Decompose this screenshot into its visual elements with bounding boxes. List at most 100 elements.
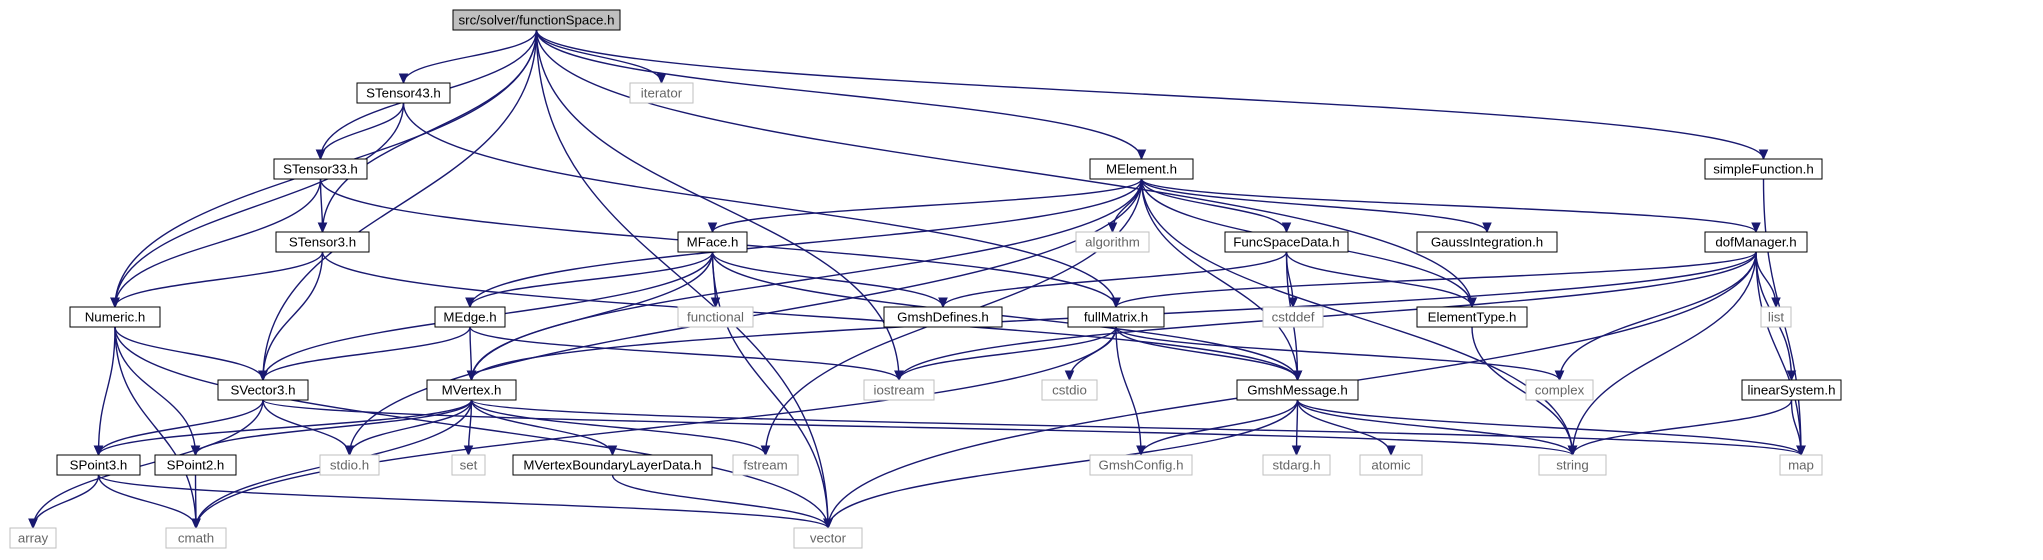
node-box [512, 454, 713, 476]
node-gmshmessage[interactable]: GmshMessage.h [1236, 379, 1359, 401]
edge-fullmatrix-to-iostream [894, 326, 1117, 382]
node-mface[interactable]: MFace.h [677, 231, 748, 253]
node-simplefunction[interactable]: simpleFunction.h [1704, 158, 1823, 180]
node-mvertexboundary[interactable]: MVertexBoundaryLayerData.h [512, 454, 713, 476]
edge-mface-to-vector [711, 251, 833, 530]
node-box [1262, 454, 1331, 476]
edge-stensor3-to-numeric [110, 251, 324, 309]
node-stensor43[interactable]: STensor43.h [356, 82, 451, 104]
node-melement[interactable]: MElement.h [1089, 158, 1194, 180]
node-label: MFace.h [687, 235, 739, 250]
edge-mvertex-to-stdio [344, 399, 473, 457]
node-box [319, 454, 380, 476]
node-label: list [1768, 310, 1785, 325]
node-box [69, 306, 161, 328]
node-box [1224, 231, 1349, 253]
node-string: string [1538, 454, 1607, 476]
edge-mface-to-medge [465, 251, 714, 309]
node-label: STensor43.h [366, 86, 441, 101]
node-box [452, 9, 621, 31]
node-box [1067, 306, 1165, 328]
node-functional: functional [677, 306, 754, 328]
edge-svector3-to-spoint3 [93, 399, 264, 457]
node-label: GmshDefines.h [897, 310, 989, 325]
node-funcspacedata[interactable]: FuncSpaceData.h [1224, 231, 1349, 253]
node-label: MEdge.h [443, 310, 496, 325]
node-label: FuncSpaceData.h [1233, 235, 1339, 250]
edge-root-to-stensor43 [398, 29, 538, 85]
node-label: fstream [743, 458, 787, 473]
node-label: linearSystem.h [1748, 383, 1836, 398]
node-dofmanager[interactable]: dofManager.h [1704, 231, 1808, 253]
node-stdarg: stdarg.h [1262, 454, 1331, 476]
edge-stensor43-to-stensor33 [315, 102, 405, 161]
edge-stensor43-to-numeric [110, 102, 405, 309]
node-label: stdarg.h [1272, 458, 1320, 473]
edge-funcspacedata-to-elementtype [1285, 251, 1477, 309]
node-medge[interactable]: MEdge.h [434, 306, 506, 328]
node-box [1704, 231, 1808, 253]
node-linearsystem[interactable]: linearSystem.h [1741, 379, 1842, 401]
edge-spoint3-to-array [28, 474, 100, 530]
node-cmath: cmath [165, 527, 227, 549]
node-box [1089, 158, 1194, 180]
node-box [426, 379, 517, 401]
node-stensor33[interactable]: STensor33.h [273, 158, 368, 180]
node-label: MVertex.h [442, 383, 502, 398]
edge-fullmatrix-to-gmshmessage [1115, 326, 1303, 382]
node-svector3[interactable]: SVector3.h [217, 379, 309, 401]
node-label: cstdio [1052, 383, 1087, 398]
node-label: iterator [641, 86, 683, 101]
edge-spoint2-to-cmath [191, 474, 201, 530]
node-box [56, 454, 141, 476]
node-label: string [1556, 458, 1589, 473]
edge-dofmanager-to-map [1755, 251, 1806, 457]
edges-layer [28, 29, 1806, 530]
node-elementtype[interactable]: ElementType.h [1416, 306, 1528, 328]
edge-gmshmessage-to-string [1296, 399, 1578, 457]
edge-medge-to-mvertex [466, 326, 477, 382]
node-mvertex[interactable]: MVertex.h [426, 379, 517, 401]
node-numeric[interactable]: Numeric.h [69, 306, 161, 328]
edge-medge-to-iostream [469, 326, 904, 382]
node-complex: complex [1525, 379, 1594, 401]
node-box [217, 379, 309, 401]
node-gmshdefines[interactable]: GmshDefines.h [883, 306, 1003, 328]
edge-mvertex-to-mvertexboundary [470, 399, 618, 457]
node-box [883, 306, 1003, 328]
node-set: set [451, 454, 486, 476]
node-label: GmshConfig.h [1099, 458, 1184, 473]
node-stensor3[interactable]: STensor3.h [275, 231, 370, 253]
edge-gmshmessage-to-stdarg [1291, 399, 1302, 457]
node-box [677, 306, 754, 328]
node-box [863, 379, 935, 401]
edge-root-to-iterator [535, 29, 667, 85]
node-spoint2[interactable]: SPoint2.h [154, 454, 237, 476]
node-root[interactable]: src/solver/functionSpace.h [452, 9, 621, 31]
node-label: SPoint2.h [167, 458, 225, 473]
edge-gmshmessage-to-atomic [1296, 399, 1396, 457]
node-box [1538, 454, 1607, 476]
node-box [275, 231, 370, 253]
node-box [1779, 454, 1823, 476]
node-gaussintegration[interactable]: GaussIntegration.h [1416, 231, 1558, 253]
node-box [1041, 379, 1098, 401]
node-box [1416, 306, 1528, 328]
node-fullmatrix[interactable]: fullMatrix.h [1067, 306, 1165, 328]
node-label: functional [687, 310, 744, 325]
edge-stensor43-to-fullmatrix [402, 102, 1121, 309]
node-box [677, 231, 748, 253]
node-spoint3[interactable]: SPoint3.h [56, 454, 141, 476]
edge-mface-to-gmshdefines [711, 251, 948, 309]
edge-mvertex-to-set [463, 399, 474, 457]
node-box [732, 454, 799, 476]
node-array: array [9, 527, 57, 549]
node-box [1416, 231, 1558, 253]
node-box [1525, 379, 1594, 401]
node-label: vector [810, 531, 847, 546]
edge-gmshmessage-to-gmshconfig [1136, 399, 1299, 457]
node-box [793, 527, 863, 549]
edge-spoint3-to-cmath [97, 474, 201, 530]
edge-medge-to-svector3 [258, 326, 471, 382]
edge-melement-to-dofmanager [1140, 178, 1761, 234]
